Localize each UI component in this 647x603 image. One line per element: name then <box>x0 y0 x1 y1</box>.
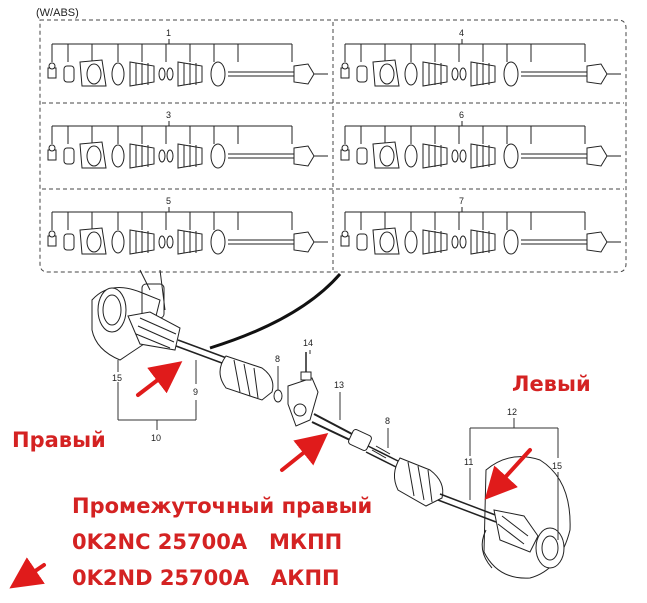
callout-13: 13 <box>334 380 344 390</box>
header-label: (W/ABS) <box>36 7 79 19</box>
variant-number: 6 <box>459 110 464 120</box>
shaft-variant-panels: 1 4 3 6 5 7 <box>47 28 621 255</box>
variant-panel-4: 4 <box>340 28 621 87</box>
callout-9: 9 <box>193 387 198 397</box>
arrow-intermediate-shaft <box>280 433 329 472</box>
variants-dashed-box <box>39 19 627 273</box>
callout-12: 12 <box>507 407 517 417</box>
callout-8-upper: 8 <box>275 354 280 364</box>
variant-number: 4 <box>459 28 464 38</box>
callout-15-right: 15 <box>112 373 122 383</box>
label-intermediate: Промежуточный правый <box>72 494 373 518</box>
left-drive-shaft <box>394 456 571 579</box>
right-drive-shaft <box>127 311 274 401</box>
callout-8-lower: 8 <box>385 416 390 426</box>
variant-panel-3: 3 <box>47 110 328 169</box>
variant-panel-6: 6 <box>340 110 621 169</box>
variant-number: 1 <box>166 28 171 38</box>
label-left: Левый <box>512 372 591 396</box>
variant-panel-7: 7 <box>340 196 621 255</box>
arrow-left-shaft <box>484 448 532 500</box>
arrow-right-shaft <box>136 361 183 397</box>
label-right: Правый <box>12 428 106 452</box>
label-mkpp: 0K2NC 25700A МКПП <box>72 530 343 554</box>
callout-11: 11 <box>464 457 473 467</box>
leader-curve <box>209 273 342 350</box>
red-arrows <box>9 361 532 589</box>
callout-leaders <box>117 350 559 540</box>
variant-number: 5 <box>166 196 171 206</box>
label-akpp: 0K2ND 25700A АКПП <box>72 566 340 590</box>
variant-number: 3 <box>166 110 171 120</box>
variant-panel-1: 1 <box>47 28 328 87</box>
callout-14: 14 <box>303 338 313 348</box>
callout-15-left: 15 <box>552 461 562 471</box>
arrow-corner <box>9 557 46 589</box>
intermediate-shaft <box>273 352 401 469</box>
callout-10: 10 <box>151 433 161 443</box>
variant-panel-5: 5 <box>47 196 328 255</box>
variant-number: 7 <box>459 196 464 206</box>
